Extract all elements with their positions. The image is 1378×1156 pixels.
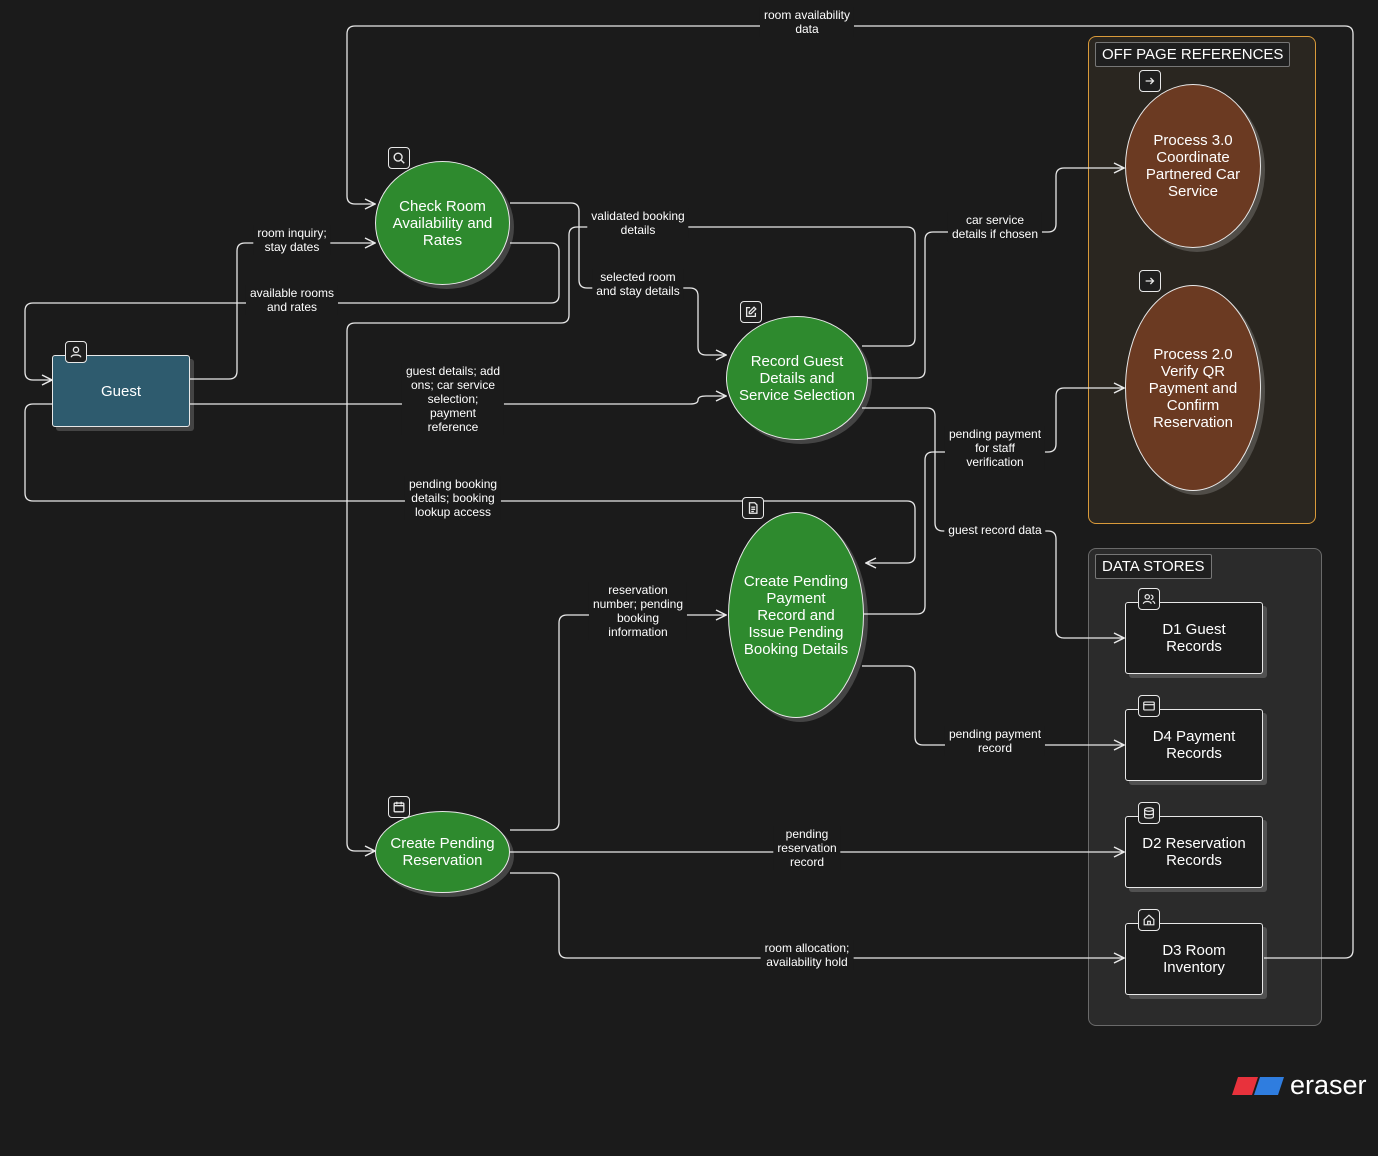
flow-label-pending-reservation-record: pending reservation record <box>773 826 841 870</box>
d4-payment-records-store[interactable]: D4 Payment Records <box>1125 709 1263 781</box>
check-room-label: Check Room Availability and Rates <box>392 197 493 249</box>
flow-reservation-number <box>510 615 726 831</box>
create-pending-payment-process[interactable]: Create Pending Payment Record and Issue … <box>728 512 864 718</box>
flow-label-guest-record-data: guest record data <box>944 522 1046 538</box>
data-stores-title: DATA STORES <box>1095 554 1212 579</box>
eraser-logo: eraser <box>1232 1070 1367 1101</box>
check-room-availability-process[interactable]: Check Room Availability and Rates <box>375 161 510 285</box>
flow-label-guest-details: guest details; add ons; car service sele… <box>401 363 505 435</box>
database-icon <box>1138 802 1160 824</box>
calendar-icon <box>388 796 410 818</box>
flow-label-available-rooms: available rooms and rates <box>245 285 339 315</box>
record-guest-details-process[interactable]: Record Guest Details and Service Selecti… <box>726 316 868 440</box>
d1-guest-records-store[interactable]: D1 Guest Records <box>1125 602 1263 674</box>
flow-validated-booking <box>346 226 916 851</box>
off-page-references-title: OFF PAGE REFERENCES <box>1095 42 1291 67</box>
users-icon <box>1138 588 1160 610</box>
eraser-logo-text: eraser <box>1290 1070 1367 1100</box>
guest-entity[interactable]: Guest <box>52 355 190 427</box>
flow-pending-payment-record <box>862 665 1124 745</box>
eraser-logo-mark <box>1232 1076 1284 1095</box>
home-icon <box>1138 909 1160 931</box>
process-3-label: Process 3.0 Coordinate Partnered Car Ser… <box>1145 132 1241 200</box>
flow-label-pending-payment-record: pending payment record <box>944 726 1046 756</box>
flow-label-car-service: car service details if chosen <box>947 212 1043 242</box>
flow-room-allocation <box>510 872 1124 958</box>
flow-label-reservation-number: reservation number; pending booking info… <box>588 582 688 640</box>
process-3-offpage[interactable]: Process 3.0 Coordinate Partnered Car Ser… <box>1125 84 1261 248</box>
d2-label: D2 Reservation Records <box>1142 835 1246 869</box>
arrow-right-icon <box>1139 270 1161 292</box>
flow-room-inquiry <box>190 243 375 380</box>
arrow-right-icon <box>1139 70 1161 92</box>
edit-icon <box>740 301 762 323</box>
flow-label-pending-booking-details: pending booking details; booking lookup … <box>404 476 502 520</box>
user-icon <box>65 341 87 363</box>
record-guest-label: Record Guest Details and Service Selecti… <box>739 352 855 404</box>
d3-room-inventory-store[interactable]: D3 Room Inventory <box>1125 923 1263 995</box>
document-icon <box>742 497 764 519</box>
d1-label: D1 Guest Records <box>1162 621 1226 655</box>
flow-label-room-availability: room availability data <box>759 7 855 37</box>
process-2-offpage[interactable]: Process 2.0 Verify QR Payment and Confir… <box>1125 285 1261 491</box>
process-2-label: Process 2.0 Verify QR Payment and Confir… <box>1148 345 1238 431</box>
create-pending-reservation-label: Create Pending Reservation <box>390 835 495 869</box>
create-pending-reservation-process[interactable]: Create Pending Reservation <box>375 811 510 893</box>
d2-reservation-records-store[interactable]: D2 Reservation Records <box>1125 816 1263 888</box>
d3-label: D3 Room Inventory <box>1162 942 1226 976</box>
card-icon <box>1138 695 1160 717</box>
flow-label-validated-booking: validated booking details <box>587 208 689 238</box>
search-icon <box>388 147 410 169</box>
flow-guest-details <box>190 396 726 405</box>
flow-label-room-inquiry: room inquiry; stay dates <box>253 225 331 255</box>
create-pending-payment-label: Create Pending Payment Record and Issue … <box>743 572 849 658</box>
flow-label-room-allocation: room allocation; availability hold <box>760 940 854 970</box>
guest-label: Guest <box>100 382 142 400</box>
d4-label: D4 Payment Records <box>1152 728 1236 762</box>
flow-label-selected-room: selected room and stay details <box>592 269 684 299</box>
flow-label-pending-payment-staff: pending payment for staff verification <box>944 426 1046 470</box>
